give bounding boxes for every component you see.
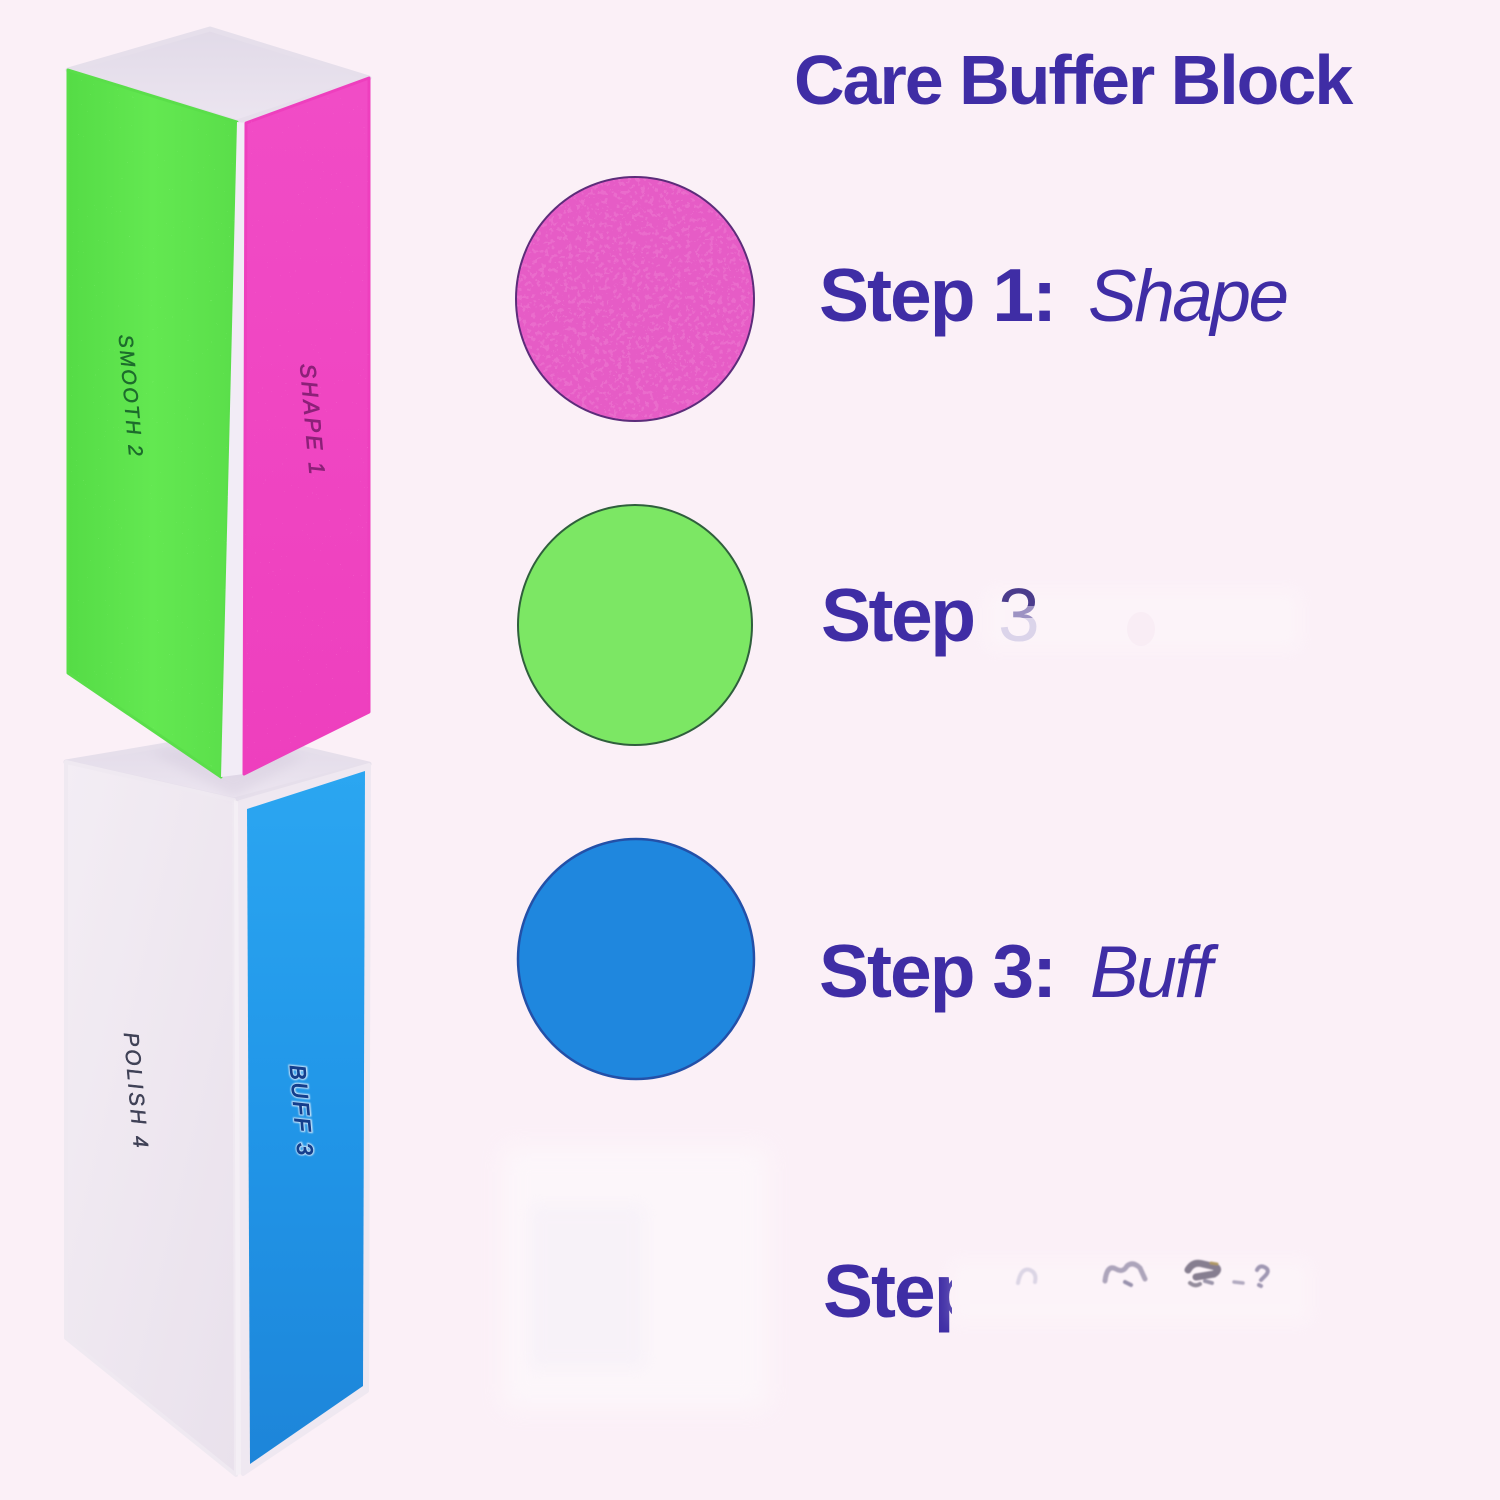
svg-text:Step 3:: Step 3: <box>819 929 1055 1013</box>
svg-text:Care Buffer Block: Care Buffer Block <box>794 41 1353 119</box>
svg-text:Buff: Buff <box>1090 932 1219 1013</box>
svg-text:Step 1:: Step 1: <box>819 253 1055 337</box>
svg-text:3: 3 <box>998 573 1040 657</box>
svg-text:3: 3 <box>998 573 1040 657</box>
svg-text:Shape: Shape <box>1088 256 1287 337</box>
svg-text:3: 3 <box>998 573 1040 657</box>
svg-text:Step: Step <box>821 573 974 657</box>
